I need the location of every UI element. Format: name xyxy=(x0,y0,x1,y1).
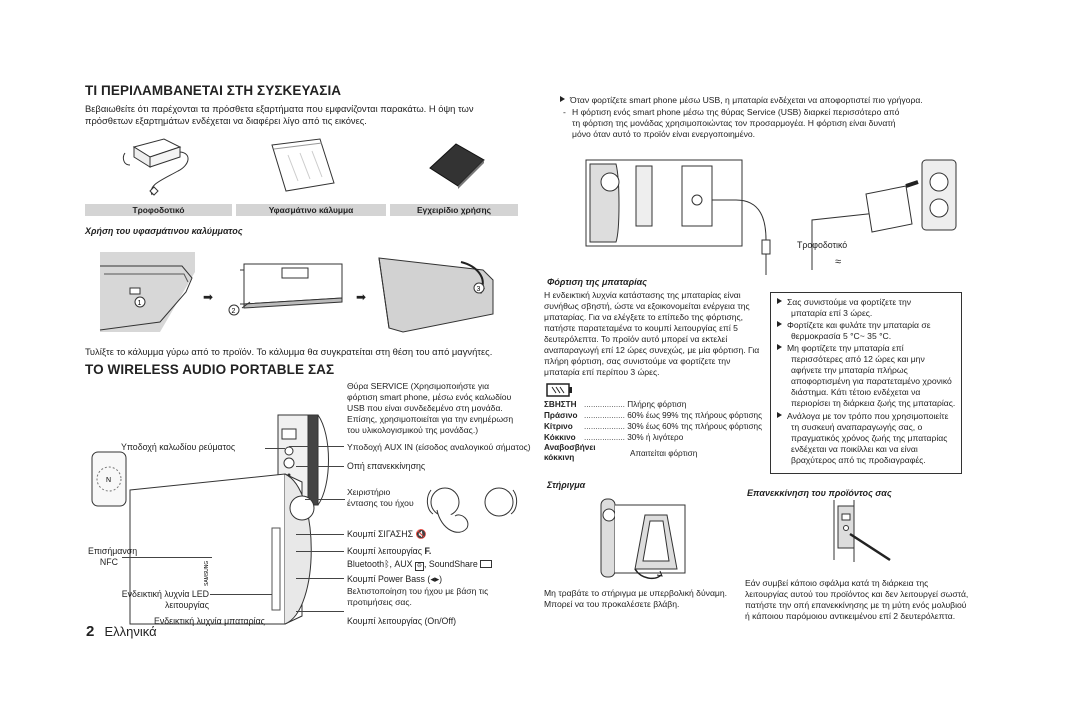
aux-jack-label: Υποδοχή AUX IN (είσοδος αναλογικού σήματ… xyxy=(347,442,531,452)
package-intro: Βεβαιωθείτε ότι παρέχονται τα πρόσθετα ε… xyxy=(85,103,515,127)
usb-note-2: -Η φόρτιση ενός smart phone μέσω της θύρ… xyxy=(563,107,900,139)
adapter-label: Τροφοδοτικό xyxy=(797,240,848,250)
power-button-label: Κουμπί λειτουργίας (On/Off) xyxy=(347,616,457,626)
nfc-label: Επισήμανση NFC xyxy=(88,546,138,567)
function-modes-label: Bluetoothᛒ, AUX ⊖, SoundShare xyxy=(347,559,493,571)
accessory-cover-label: Υφασμάτινο κάλυμμα xyxy=(236,204,386,216)
step-number-3: 3 xyxy=(477,286,481,293)
stand-text: Μη τραβάτε το στήριγμα με υπερβολική δύν… xyxy=(544,588,728,609)
battery-status-row: Πράσινο.................. 60% έως 99% τη… xyxy=(544,411,763,420)
arrow-right-icon: ➡ xyxy=(356,290,367,304)
stand-title: Στήριγμα xyxy=(547,480,586,490)
reset-text: Εάν συμβεί κάποιο σφάλμα κατά τη διάρκει… xyxy=(745,578,969,621)
power-jack-label: Υποδοχή καλωδίου ρεύματος xyxy=(121,442,236,452)
power-bass-icon: (◂▸) xyxy=(427,574,443,584)
volume-knob-image xyxy=(426,487,518,533)
battery-status-row: Κόκκινο.................. 30% ή λιγότερο xyxy=(544,433,684,442)
battery-led-label: Ενδεικτική λυχνία μπαταρίας xyxy=(154,616,265,626)
battery-charge-title: Φόρτιση της μπαταρίας xyxy=(547,277,647,287)
cover-step-3-image: 3 xyxy=(378,257,494,333)
device-main-image: N SAMSUNG xyxy=(91,451,315,625)
manual-image xyxy=(429,143,485,189)
accessory-manual-label: Εγχειρίδιο χρήσης xyxy=(390,204,518,216)
cover-step-1-image: 1 xyxy=(99,252,195,332)
charging-illustration xyxy=(585,159,957,275)
function-button-label: Κουμπί λειτουργίας F. xyxy=(347,546,432,556)
step-number-2: 2 xyxy=(232,308,236,315)
package-intro-line-1: Βεβαιωθείτε ότι παρέχονται τα πρόσθετα ε… xyxy=(85,103,474,114)
power-bass-label: Κουμπί Power Bass (◂▸) xyxy=(347,574,443,584)
mute-icon: 🔇 xyxy=(415,529,427,539)
cloth-cover-image xyxy=(271,138,335,192)
battery-tips-box: Σας συνιστούμε να φορτίζετε την μπαταρία… xyxy=(770,292,962,474)
battery-status-row: Κίτρινο.................. 30% έως 60% τη… xyxy=(544,422,763,431)
reset-title: Επανεκκίνηση του προϊόντος σας xyxy=(747,488,892,498)
soundshare-icon xyxy=(480,560,493,568)
page-language: Ελληνικά xyxy=(104,624,157,639)
battery-status-row: ΣΒΗΣΤΗ.................. Πλήρης φόρτιση xyxy=(544,400,687,409)
battery-icon xyxy=(546,383,572,397)
bluetooth-icon: ᛒ xyxy=(384,559,390,569)
device-brand: SAMSUNG xyxy=(204,561,210,586)
page-footer: 2 Ελληνικά xyxy=(86,623,157,640)
section-title-package: ΤΙ ΠΕΡΙΛΑΜΒΑΝΕΤΑΙ ΣΤΗ ΣΥΣΚΕΥΑΣΙΑ xyxy=(85,83,342,98)
service-port-label: Θύρα SERVICE (Χρησιμοποιήστε για φόρτιση… xyxy=(347,381,514,435)
battery-charge-text: Η ενδεικτική λυχνία κατάστασης της μπατα… xyxy=(544,290,760,377)
package-intro-line-2: πρόσθετων εξαρτημάτων ενδέχεται να διαφέ… xyxy=(85,115,367,126)
battery-tip: Σας συνιστούμε να φορτίζετε την μπαταρία… xyxy=(777,297,911,319)
cover-note: Τυλίξτε το κάλυμμα γύρω από το προϊόν. Τ… xyxy=(85,346,493,357)
arrow-right-icon: ➡ xyxy=(203,290,214,304)
battery-status-row: Αναβοσβήνει κόκκινη Απαιτείται φόρτιση xyxy=(544,443,698,462)
reset-hole-label: Οπή επανεκκίνησης xyxy=(347,461,426,471)
accessory-adapter-label: Τροφοδοτικό xyxy=(85,204,232,216)
cover-step-2-image: 2 xyxy=(228,263,343,316)
battery-tip: Ανάλογα με τον τρόπο που χρησιμοποιείτε … xyxy=(777,411,948,466)
section-title-device: TO WIRELESS AUDIO PORTABLE ΣΑΣ xyxy=(85,362,335,377)
adapter-image xyxy=(122,138,189,196)
stand-image xyxy=(600,498,686,580)
reset-image xyxy=(833,500,891,562)
page-number: 2 xyxy=(86,623,95,640)
mute-label: Κουμπί ΣΙΓΑΣΗΣ 🔇 xyxy=(347,529,427,539)
battery-status-table: ΣΒΗΣΤΗ.................. Πλήρης φόρτιση … xyxy=(544,399,774,463)
power-bass-desc: Βελτιστοποίηση του ήχου με βάση τις προτ… xyxy=(347,586,489,607)
battery-tip: Μη φορτίζετε την μπαταρία επί περισσότερ… xyxy=(777,343,955,409)
step-number-1: 1 xyxy=(138,300,142,307)
battery-tip: Φορτίζετε και φυλάτε την μπαταρία σε θερ… xyxy=(777,320,931,342)
function-led-label: Ενδεικτική λυχνία LED λειτουργίας xyxy=(121,589,209,610)
volume-label: Χειριστήριο έντασης του ήχου xyxy=(347,487,414,508)
svg-text:N: N xyxy=(106,477,111,484)
usb-note-1: Όταν φορτίζετε smart phone μέσω USB, η μ… xyxy=(560,95,923,106)
cable-break-icon: ≈ xyxy=(835,256,842,268)
cover-use-title: Χρήση του υφασμάτινου καλύμματος xyxy=(85,226,243,236)
aux-icon: ⊖ xyxy=(414,562,424,571)
